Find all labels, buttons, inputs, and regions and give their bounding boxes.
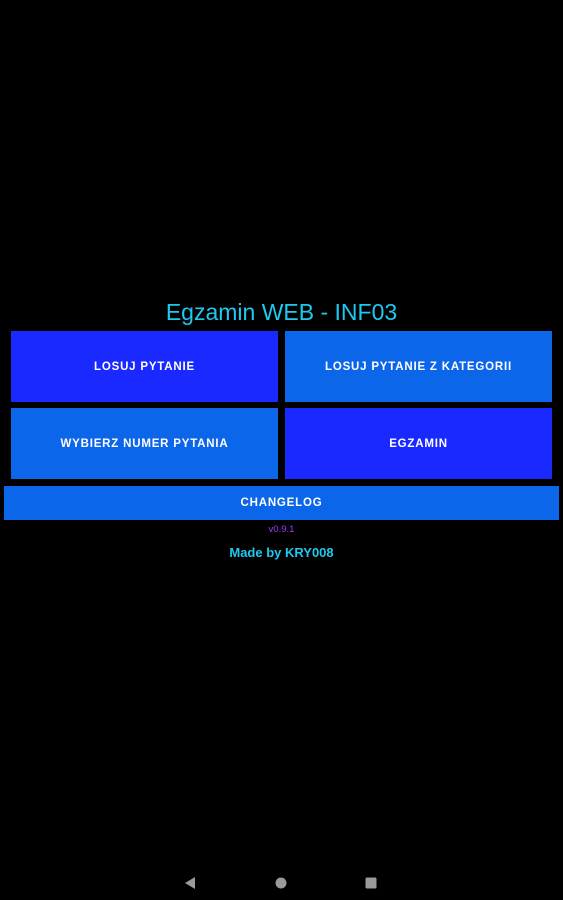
choose-question-number-button[interactable]: WYBIERZ NUMER PYTANIA [11,408,278,479]
random-question-category-button[interactable]: LOSUJ PYTANIE Z KATEGORII [285,331,552,402]
changelog-label: CHANGELOG [240,497,323,509]
version-label: v0.9.1 [268,524,295,535]
choose-question-number-label: WYBIERZ NUMER PYTANIA [60,437,229,450]
credits-label: Made by KRY008 [229,545,334,560]
system-navigation-bar [0,866,563,900]
random-question-button[interactable]: LOSUJ PYTANIE [11,331,278,402]
exam-button[interactable]: EGZAMIN [285,408,552,479]
page-title: Egzamin WEB - INF03 [165,299,398,325]
recents-icon[interactable] [363,875,379,891]
home-icon[interactable] [273,875,289,891]
random-question-category-label: LOSUJ PYTANIE Z KATEGORII [325,360,512,373]
back-icon[interactable] [182,875,198,891]
exam-label: EGZAMIN [389,437,448,450]
changelog-button[interactable]: CHANGELOG [4,486,559,520]
random-question-label: LOSUJ PYTANIE [94,360,195,373]
